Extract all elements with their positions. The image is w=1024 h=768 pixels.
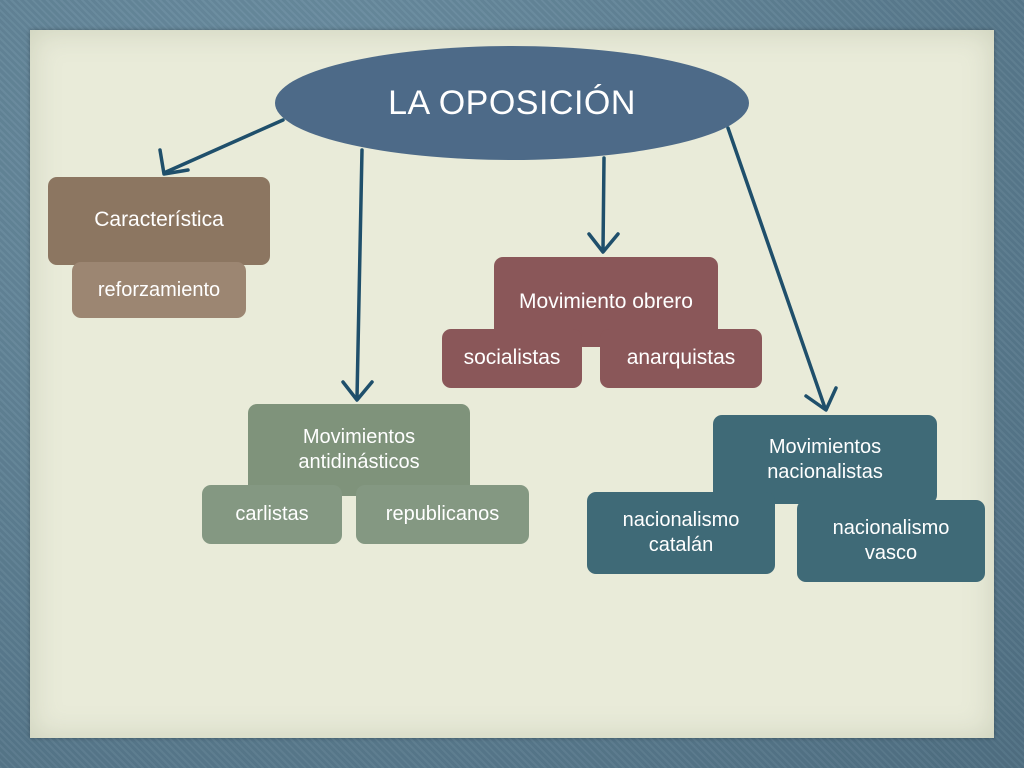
anarquistas-box: anarquistas	[600, 329, 762, 388]
carlistas-box: carlistas	[202, 485, 342, 544]
caracteristica-box: Característica	[48, 177, 270, 265]
reforzamiento-box: reforzamiento	[72, 262, 246, 318]
central-topic-oval: LA OPOSICIÓN	[275, 46, 749, 160]
central-topic-title: LA OPOSICIÓN	[388, 83, 636, 122]
socialistas-box: socialistas	[442, 329, 582, 388]
republicanos-box: republicanos	[356, 485, 529, 544]
